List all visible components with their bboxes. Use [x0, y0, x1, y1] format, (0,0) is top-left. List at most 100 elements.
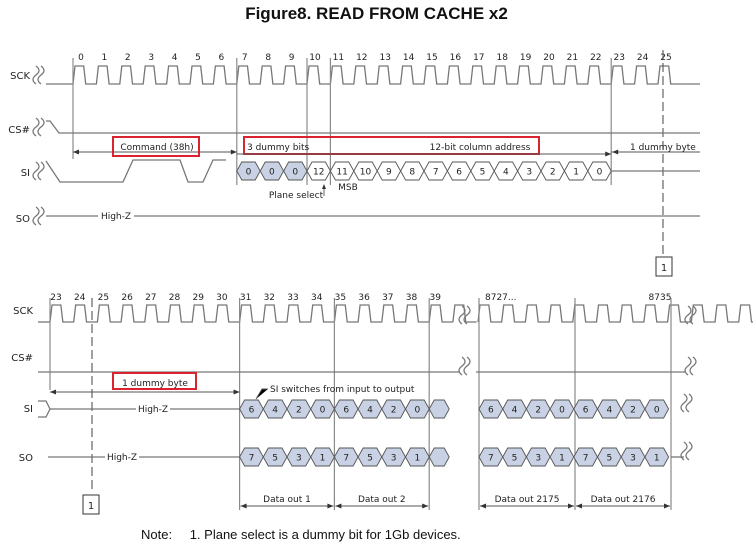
clock-label-27: 27	[145, 293, 156, 303]
command-dimension-head-right	[230, 149, 237, 155]
data-out-dimension-4-head-left	[576, 503, 582, 509]
sck-partial	[452, 304, 477, 323]
si-data-cell-label: 4	[272, 406, 278, 416]
si-data-cell-late-label: 4	[606, 406, 612, 416]
si-data-cell-late-label: 2	[630, 406, 636, 416]
data-out-dimension-3-head-left	[480, 503, 486, 509]
si-data-cell-late-label: 0	[654, 406, 660, 416]
so-data-cell-late-label: 7	[583, 454, 589, 464]
sck-break-mid	[463, 305, 471, 325]
cs-break-mark	[32, 117, 40, 137]
clock-label-17: 17	[473, 53, 484, 63]
sck-break-end	[689, 305, 697, 325]
signal-label-so-bottom: SO	[19, 453, 33, 464]
si-address-bit-cell-label: 0	[597, 168, 603, 178]
so-data-cell-late-label: 3	[630, 454, 636, 464]
clock-label-22: 22	[590, 53, 601, 63]
clock-label-18: 18	[496, 53, 508, 63]
sck-waveform-bottom-late	[477, 304, 753, 323]
sck-waveform-bottom	[49, 304, 453, 323]
clock-label-7: 7	[242, 53, 248, 63]
clock-label-9: 9	[289, 53, 295, 63]
si-high-z-bg	[136, 403, 170, 415]
si-dummy-bit-cell-label: 0	[246, 168, 252, 178]
clock-label-19: 19	[520, 53, 532, 63]
clock-label-26: 26	[121, 293, 133, 303]
si-command-waveform	[45, 159, 226, 183]
si-data-cell-label: 6	[343, 406, 349, 416]
so-data-cell-late-label: 1	[654, 454, 660, 464]
si-data-cell-late-label: 6	[488, 406, 494, 416]
signal-label-si: SI	[21, 168, 30, 179]
so-break-end	[680, 441, 688, 461]
clock-label-23: 23	[613, 53, 624, 63]
si-data-cell-label: 0	[320, 406, 326, 416]
footnote-ref-top: 1	[661, 263, 667, 274]
clock-label-13: 13	[379, 53, 390, 63]
so-data-cell-label: 1	[414, 454, 420, 464]
clock-label-6: 6	[219, 53, 225, 63]
si-break-mark	[32, 161, 40, 181]
si-address-bit-cell-label: 12	[313, 168, 324, 178]
data-out-dimension-3-head-right	[568, 503, 574, 509]
so-data-cell-label: 1	[320, 454, 326, 464]
clock-label-25: 25	[660, 53, 671, 63]
so-data-cell-label: 5	[272, 454, 278, 464]
clock-label-33: 33	[287, 293, 298, 303]
signal-label-si-bottom: SI	[24, 404, 33, 415]
si-address-bit-cell-label: 11	[336, 168, 347, 178]
data-out-label-3: Data out 2175	[495, 495, 560, 505]
si-address-bit-cell-label: 9	[386, 168, 392, 178]
si-data-cell-label: 2	[296, 406, 302, 416]
clock-label-38: 38	[406, 293, 418, 303]
si-switch-label: SI switches from input to output	[270, 385, 415, 395]
dummy-byte-dimension-bottom-head-left	[50, 389, 56, 395]
so-high-z-label-top: High-Z	[101, 212, 131, 222]
clock-label-late-end: 8735	[649, 293, 672, 303]
si-address-bit-cell-label: 10	[360, 168, 372, 178]
signal-label-sck-bottom: SCK	[13, 306, 33, 317]
so-data-cell-late-label: 1	[559, 454, 565, 464]
si-address-bit-cell-label: 3	[526, 168, 532, 178]
si-bracket-bottom	[38, 400, 51, 418]
clock-label-4: 4	[172, 53, 178, 63]
command-label: Command (38h)	[120, 143, 193, 153]
clock-label-3: 3	[148, 53, 154, 63]
si-address-bit-cell-label: 8	[409, 168, 415, 178]
clock-label-15: 15	[426, 53, 437, 63]
column-address-arrow	[605, 151, 612, 157]
clock-label-31: 31	[240, 293, 251, 303]
clock-label-28: 28	[169, 293, 181, 303]
column-address-label: 12-bit column address	[430, 143, 531, 153]
dummy-byte-highlight-box	[112, 372, 197, 390]
clock-label-8: 8	[265, 53, 271, 63]
sck-break-mark	[32, 65, 40, 85]
so-data-cell-label: 3	[296, 454, 302, 464]
so-label-bg	[98, 210, 134, 222]
clock-label-1: 1	[102, 53, 108, 63]
clock-label-20: 20	[543, 53, 555, 63]
clock-label-12: 12	[356, 53, 367, 63]
si-address-bit-cell-label: 4	[503, 168, 509, 178]
dummy-byte-dimension-bottom-head-right	[233, 389, 240, 395]
clock-label-30: 30	[216, 293, 228, 303]
data-out-label-1: Data out 1	[263, 495, 311, 505]
clock-label-37: 37	[382, 293, 393, 303]
clock-label-2: 2	[125, 53, 131, 63]
so-data-cell-late-label: 5	[512, 454, 518, 464]
data-out-dimension-2-head-left	[335, 503, 342, 509]
si-data-cell-label: 4	[367, 406, 373, 416]
footnote: Note: 1. Plane select is a dummy bit for…	[141, 527, 461, 542]
clock-label-0: 0	[78, 53, 84, 63]
signal-label-so: SO	[16, 214, 30, 225]
si-break-mark	[37, 161, 45, 181]
dummy-byte-label-bottom: 1 dummy byte	[122, 379, 188, 389]
footnote-ref-bottom: 1	[88, 501, 94, 512]
note-label: Note:	[141, 527, 173, 542]
figure-title: Figure8. READ FROM CACHE x2	[245, 4, 508, 23]
clock-label-14: 14	[403, 53, 415, 63]
so-data-cell-label: 3	[391, 454, 397, 464]
si-break-end	[680, 393, 688, 413]
so-data-cell-label: 5	[367, 454, 373, 464]
command-highlight-box	[112, 136, 200, 157]
